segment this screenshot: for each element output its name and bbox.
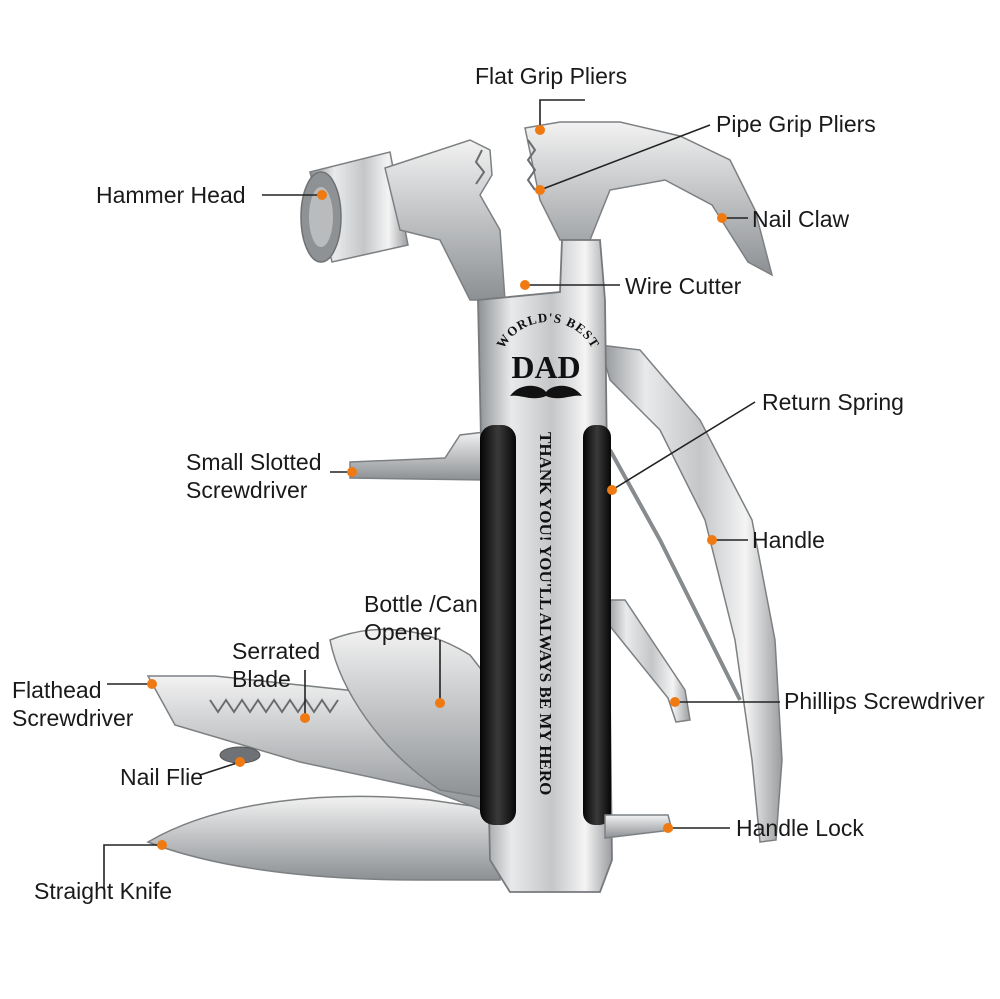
straight-knife-shape [146,795,501,881]
label-small-slotted-2: Screwdriver [186,477,308,503]
right-grip [583,425,611,825]
label-handle: Handle [752,527,825,553]
return-spring-shape [608,449,742,701]
label-serrated-1: Serrated [232,638,320,664]
small-screwdriver-shape [349,431,486,481]
label-nail-claw: Nail Claw [752,206,850,232]
handle-shape [598,344,783,843]
label-nail-file: Nail Flie [120,764,203,790]
label-straight-knife: Straight Knife [34,878,172,904]
label-flat-grip-pliers: Flat Grip Pliers [475,63,627,89]
label-small-slotted-1: Small Slotted [186,449,322,475]
left-grip [480,425,516,825]
tool-illustration: WORLD'S BEST DAD THANK YOU! YOU'LL ALWAY… [146,121,783,893]
label-return-spring: Return Spring [762,389,904,415]
markers [147,125,727,850]
mustache-icon [510,385,582,399]
label-wire-cutter: Wire Cutter [625,273,742,299]
engraving-name: DAD [511,349,580,385]
engraving-message: THANK YOU! YOU'LL ALWAYS BE MY HERO [536,432,555,795]
handle-lock-shape [604,814,673,839]
label-serrated-2: Blade [232,666,291,692]
label-pipe-grip-pliers: Pipe Grip Pliers [716,111,876,137]
label-hammer-head: Hammer Head [96,182,246,208]
label-bottle-opener-2: Opener [364,619,441,645]
phillips-shape [604,599,691,723]
label-bottle-opener-1: Bottle /Can [364,591,478,617]
label-flathead-1: Flathead [12,677,102,703]
label-phillips: Phillips Screwdriver [784,688,985,714]
hammer-neck-shape [384,139,506,301]
label-handle-lock: Handle Lock [736,815,864,841]
callout-labels: Flat Grip Pliers Pipe Grip Pliers Hammer… [12,63,985,904]
label-flathead-2: Screwdriver [12,705,134,731]
